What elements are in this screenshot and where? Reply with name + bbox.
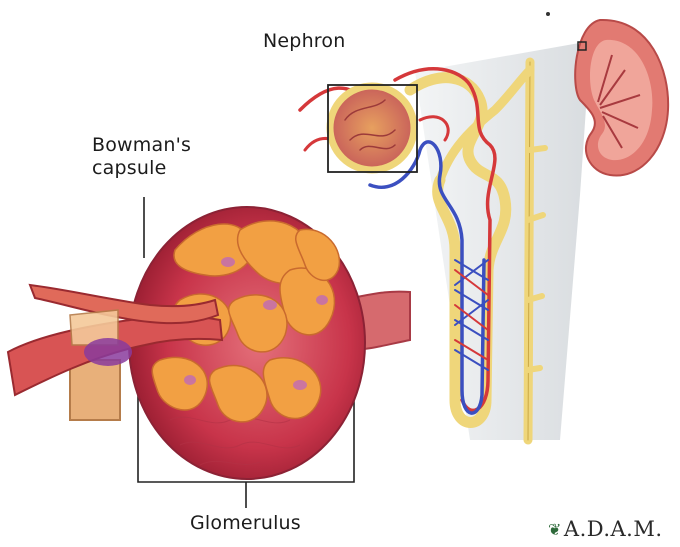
bowmans-capsule-illustration [8,207,410,479]
glomerulus-label: Glomerulus [190,512,301,535]
bowmans-capsule-label: Bowman's capsule [92,134,191,180]
nephron-label: Nephron [263,30,345,53]
kidney-illustration [575,20,668,176]
adam-logo-text: A.D.A.M. [564,517,663,541]
leaf-icon: ❦ [548,520,562,539]
adam-logo: ❦ A.D.A.M. [548,517,663,541]
